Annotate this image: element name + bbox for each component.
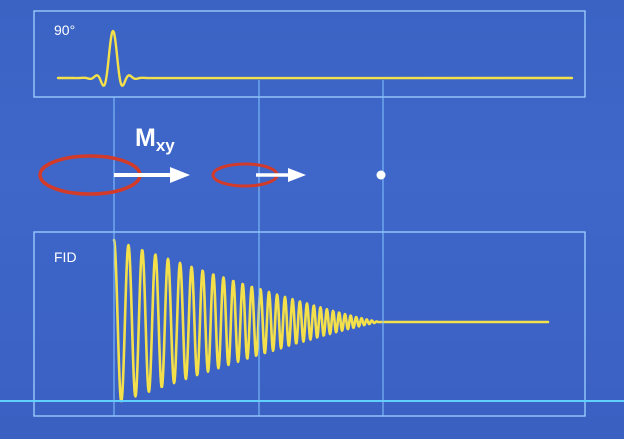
mxy-vector-arrow-small	[256, 168, 306, 182]
mxy-label: Mxy	[135, 124, 175, 155]
mxy-vector-arrow-large	[114, 167, 190, 183]
fid-label: FID	[54, 249, 77, 265]
rf-pulse-panel	[33, 10, 586, 98]
mxy-vector-dot	[376, 170, 386, 180]
rf-pulse-label: 90°	[54, 22, 75, 38]
fid-trace	[112, 238, 550, 403]
rf-pulse-trace	[56, 29, 574, 87]
fid-panel	[33, 231, 586, 417]
